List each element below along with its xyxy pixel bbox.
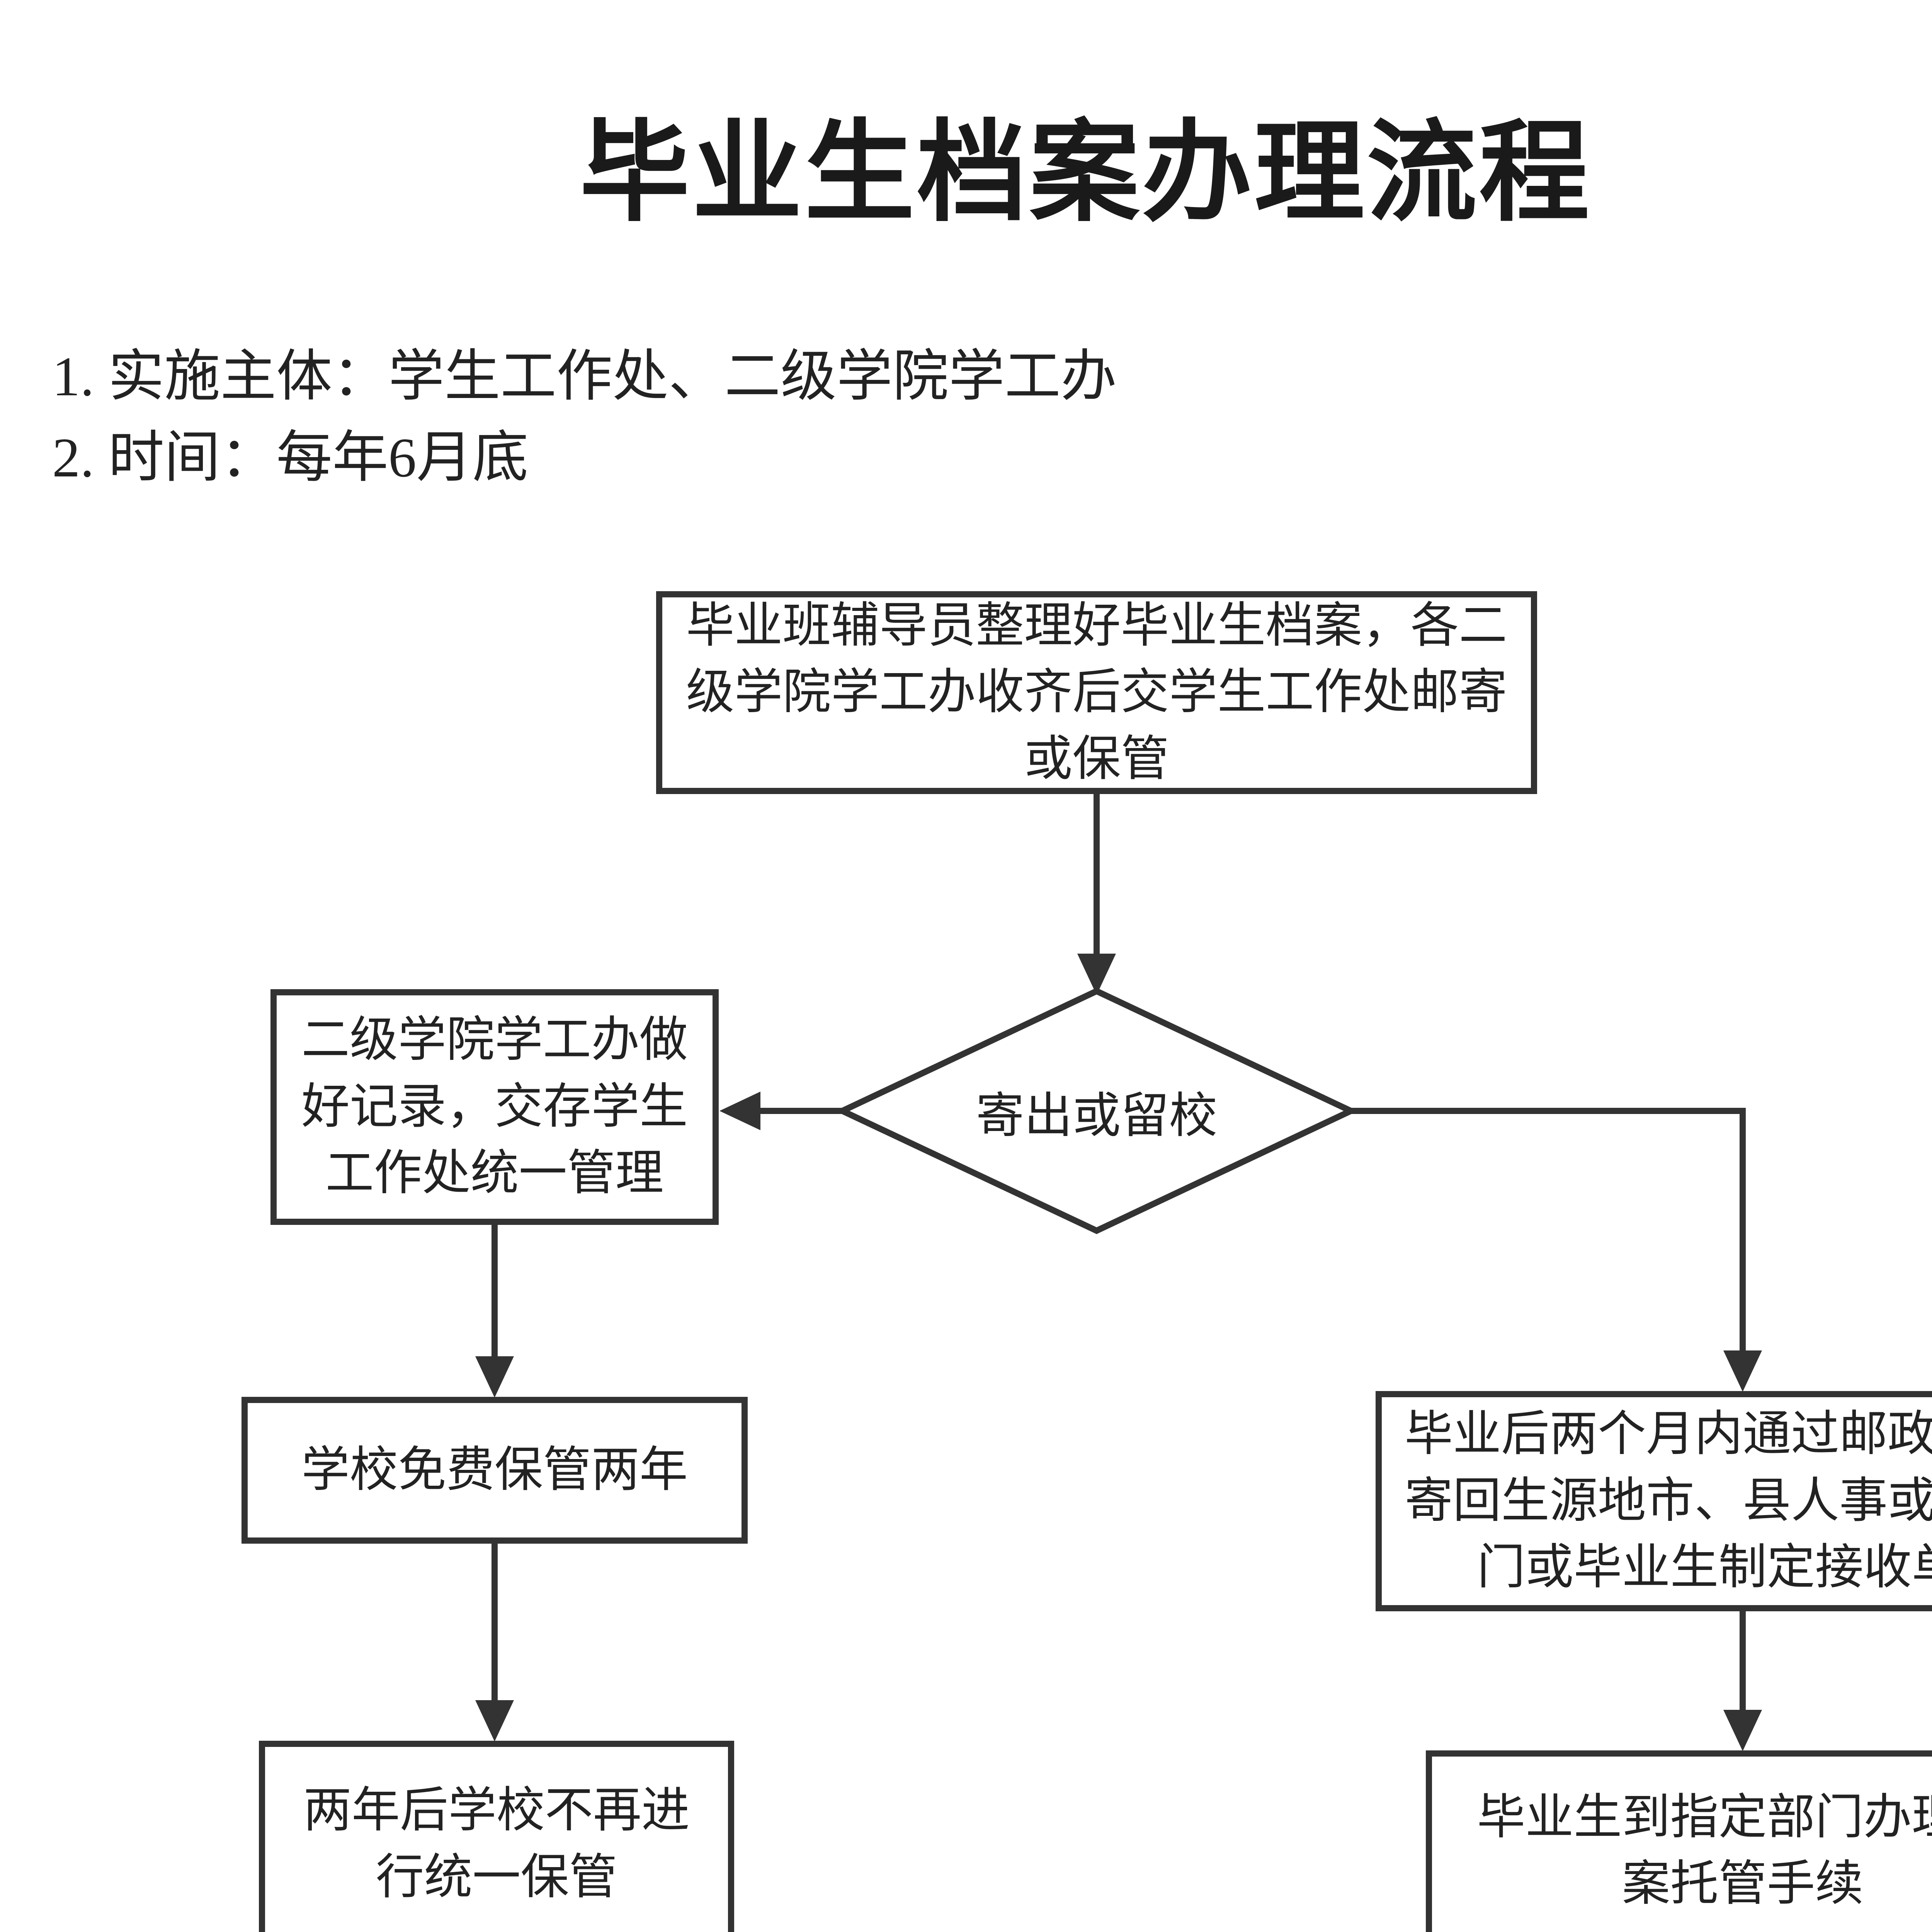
decision-diamond-shape <box>835 988 1358 1234</box>
arrowhead-down-keep2yr <box>475 1356 514 1398</box>
handle-deposit-box: 毕业生到指定部门办理档 案托管手续 <box>1426 1750 1932 1932</box>
note-implementing-body: 1. 实施主体：学生工作处、二级学院学工办 <box>52 346 1117 408</box>
arrowhead-down-after2yr <box>475 1700 514 1742</box>
arrowhead-down-mail <box>1723 1350 1762 1392</box>
decision-label: 寄出或留校 <box>976 1089 1218 1143</box>
notes-block: 1. 实施主体：学生工作处、二级学院学工办 2. 时间：每年6月底 <box>52 336 1117 499</box>
mail-branch-box: 毕业后两个月内通过邮政部门邮 寄回生源地市、县人事或社保部 门或毕业生制定接收单… <box>1376 1391 1932 1611</box>
after-two-years-box: 两年后学校不再进 行统一保管 <box>259 1741 734 1932</box>
stay-branch-box: 二级学院学工办做 好记录，交存学生 工作处统一管理 <box>270 989 719 1225</box>
start-box: 毕业班辅导员整理好毕业生档案，各二 级学院学工办收齐后交学生工作处邮寄 或保管 <box>656 591 1537 794</box>
arrowhead-left-stay <box>719 1092 760 1130</box>
keep-two-years-box: 学校免费保管两年 <box>242 1397 748 1544</box>
arrowhead-down-handle <box>1723 1710 1762 1751</box>
note-time: 2. 时间：每年6月底 <box>52 427 529 489</box>
connector-decision-to-mail <box>1351 1108 1746 1352</box>
page-title: 毕业生档案办理流程 <box>580 111 1592 234</box>
arrowhead-down-decision <box>1077 954 1116 995</box>
